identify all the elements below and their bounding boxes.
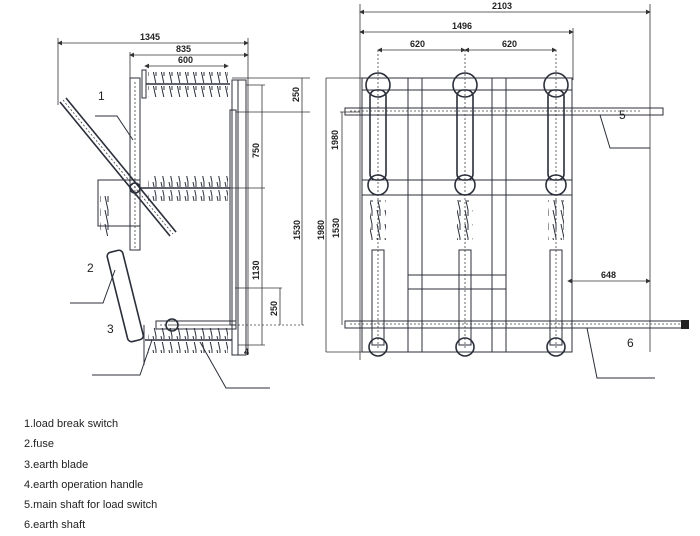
legend-item: 4.earth operation handle [24,478,144,491]
dim-1530-front: 1530 [331,218,341,238]
side-view: 1345 835 600 250 750 1530 1130 250 1980 [57,32,327,389]
legend-item: 6.earth shaft [24,519,86,532]
load-break-switch-blade [59,97,177,237]
callout-6: 6 [627,336,634,350]
callout-5: 5 [619,108,626,122]
bottom-insulator [143,325,232,365]
pole-3 [543,50,569,357]
dim-620-right: 620 [502,39,517,49]
dim-1345: 1345 [140,32,160,42]
legend-item: 1.load break switch [24,418,119,430]
fuse-base [97,179,141,227]
dim-648: 648 [601,270,616,280]
main-shaft-load-switch [344,107,664,116]
dim-750: 750 [251,143,261,158]
parts-legend: 1.load break switch 2.fuse 3.earth blade… [24,414,157,536]
legend-item: 2.fuse [24,438,54,451]
callout-1: 1 [98,89,105,103]
callout-4: 4 [244,347,249,357]
earth-blade [155,318,237,332]
legend-item: 5.main shaft for load switch [24,499,158,512]
callout-2: 2 [87,261,94,275]
dim-1530: 1530 [292,220,302,240]
dim-835: 835 [176,44,191,54]
dim-1980-front: 1980 [330,130,340,150]
pole-1 [365,50,391,357]
dim-600: 600 [178,55,193,65]
callout-3: 3 [107,322,114,336]
dim-1130: 1130 [251,260,261,280]
earth-operation-rod [229,109,237,326]
dim-250-bottom: 250 [269,301,279,316]
front-view: 2103 1496 620 620 648 1530 1980 [326,1,689,379]
front-frame [361,77,573,353]
dim-250-top: 250 [291,87,301,102]
fuse [106,249,145,343]
top-insulator [141,69,230,99]
earth-shaft [344,320,689,329]
dim-2103: 2103 [492,1,512,11]
dim-1496: 1496 [452,21,472,31]
switch-frame [129,77,141,251]
middle-insulator [140,176,230,201]
dim-620-left: 620 [410,39,425,49]
pole-2 [452,50,478,357]
dim-1980-side: 1980 [316,220,326,240]
legend-item: 3.earth blade [24,458,89,471]
